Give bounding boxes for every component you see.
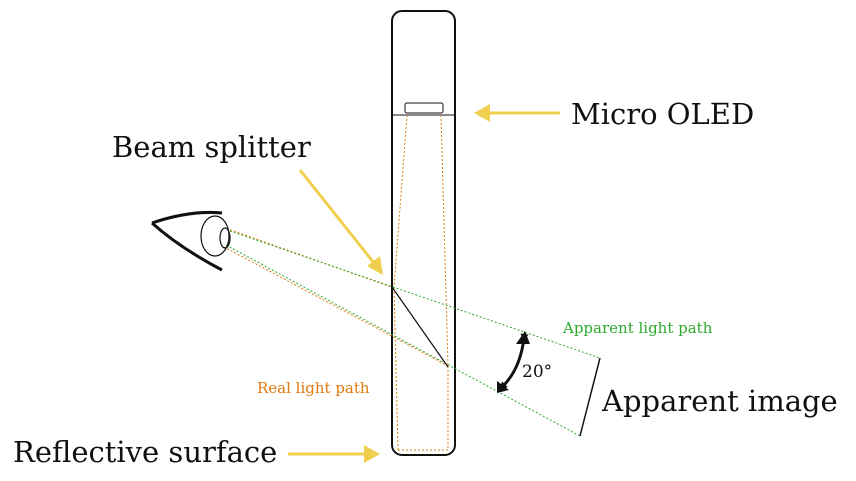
angle-arrowhead-bottom [497,381,509,393]
apparent-image-plane [579,357,601,437]
micro-oled-element [404,102,444,114]
eye-pupil [219,227,231,249]
real-light-path-label: Real light path [257,379,370,397]
real-light-path-lines [223,114,449,451]
angle-arrowhead-top [516,331,530,344]
angle-arc [499,333,529,390]
angle-label: 20° [522,362,552,382]
eye-lens [200,215,230,257]
reflective-surface-label: Reflective surface [13,435,277,469]
micro-oled-label: Micro OLED [571,97,754,131]
reflective-surface-arrowhead [364,445,380,463]
pointer-arrows [288,104,560,463]
apparent-image-label: Apparent image [601,384,838,418]
device-housing [391,10,456,456]
eye-icon [151,210,223,272]
beam-splitter-element [391,286,449,368]
apparent-light-path-lines [225,230,601,437]
beam-splitter-label: Beam splitter [112,130,311,164]
beam-splitter-arrowhead [367,256,383,275]
apparent-light-path-label: Apparent light path [562,319,713,337]
beam-splitter-arrow [298,169,376,264]
micro-oled-arrowhead [474,104,490,122]
